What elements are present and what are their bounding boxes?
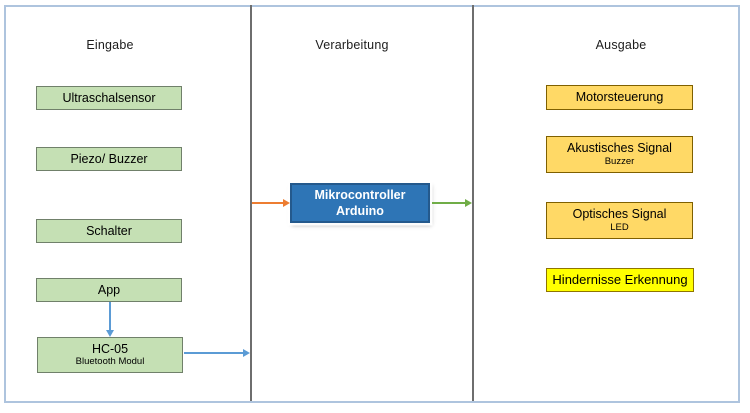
input-node-schalter: Schalter [36, 219, 182, 243]
output-node-hindernisse-erkennung: Hindernisse Erkennung [546, 268, 694, 292]
node-sublabel: LED [610, 221, 629, 233]
node-sublabel: Arduino [336, 204, 384, 218]
node-sublabel: Bluetooth Modul [75, 356, 145, 368]
node-label: Mikrocontroller [314, 187, 406, 202]
column-divider-1 [250, 5, 252, 401]
node-label: Ultraschalsensor [62, 90, 156, 105]
input-node-hc05: HC-05 Bluetooth Modul [37, 337, 183, 373]
output-node-optisches-signal: Optisches Signal LED [546, 202, 693, 239]
column-header-verarbeitung: Verarbeitung [315, 38, 389, 52]
node-label: Motorsteuerung [575, 90, 664, 105]
column-divider-2 [472, 5, 474, 401]
node-label: HC-05 [91, 341, 129, 356]
output-node-motorsteuerung: Motorsteuerung [546, 85, 693, 110]
column-header-ausgabe: Ausgabe [595, 38, 647, 52]
input-node-ultraschalsensor: Ultraschalsensor [36, 86, 182, 110]
outer-frame [4, 5, 740, 403]
node-label: Optisches Signal [572, 207, 667, 222]
output-node-akustisches-signal: Akustisches Signal Buzzer [546, 136, 693, 173]
node-label: Piezo/ Buzzer [70, 151, 148, 166]
node-label: Schalter [86, 223, 132, 238]
node-label: Akustisches Signal [567, 141, 672, 156]
column-header-eingabe: Eingabe [86, 38, 134, 52]
input-node-app: App [36, 278, 182, 302]
node-label: Hindernisse Erkennung [552, 271, 688, 287]
process-node-mikrocontroller-arduino: Mikrocontroller Arduino [290, 183, 430, 223]
input-node-piezo-buzzer: Piezo/ Buzzer [36, 147, 182, 171]
node-sublabel: Buzzer [604, 155, 635, 167]
node-label: App [97, 282, 121, 297]
